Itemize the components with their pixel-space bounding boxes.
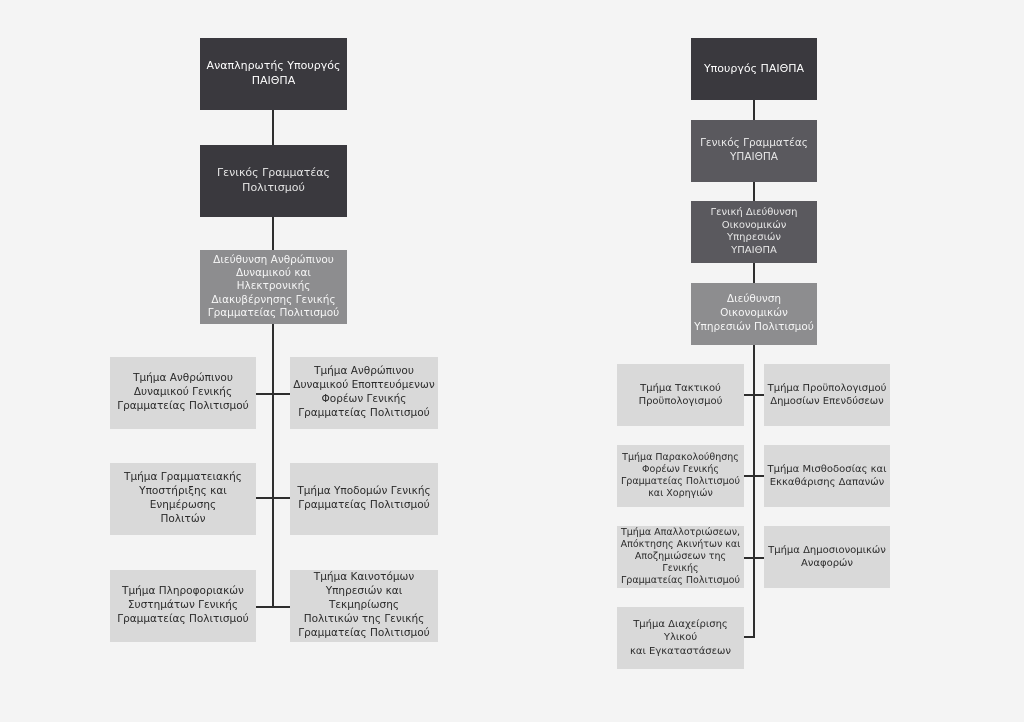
- connector: [744, 475, 764, 477]
- secretary-general-culture-box: Γενικός Γραμματέας Πολιτισμού: [200, 145, 347, 217]
- connector: [272, 110, 274, 145]
- connector: [256, 497, 290, 499]
- hr-egovernance-directorate-box: Διεύθυνση Ανθρώπινου Δυναμικού και Ηλεκτ…: [200, 250, 347, 324]
- materials-facilities-dept-box: Τμήμα Διαχείρισης Υλικού και Εγκαταστάσε…: [617, 607, 744, 669]
- connector: [753, 100, 755, 120]
- innovative-services-dept-box: Τμήμα Καινοτόμων Υπηρεσιών και Τεκμηρίωσ…: [290, 570, 438, 642]
- fiscal-reports-dept-box: Τμήμα Δημοσιονομικών Αναφορών: [764, 526, 890, 588]
- hr-dept-box: Τμήμα Ανθρώπινου Δυναμικού Γενικής Γραμμ…: [110, 357, 256, 429]
- regular-budget-dept-box: Τμήμα Τακτικού Προϋπολογισμού: [617, 364, 744, 426]
- public-investment-budget-dept-box: Τμήμα Προϋπολογισμού Δημοσίων Επενδύσεων: [764, 364, 890, 426]
- connector: [753, 182, 755, 201]
- left-trunk-line: [272, 324, 274, 608]
- connector: [256, 606, 290, 608]
- expropriations-dept-box: Τμήμα Απαλλοτριώσεων, Απόκτησης Ακινήτων…: [617, 526, 744, 588]
- hr-supervised-bodies-dept-box: Τμήμα Ανθρώπινου Δυναμικού Εποπτευόμενων…: [290, 357, 438, 429]
- connector: [256, 393, 290, 395]
- secretary-general-box: Γενικός Γραμματέας ΥΠΑΙΘΠΑ: [691, 120, 817, 182]
- monitoring-bodies-sponsorships-dept-box: Τμήμα Παρακολούθησης Φορέων Γενικής Γραμ…: [617, 445, 744, 507]
- secretarial-support-dept-box: Τμήμα Γραμματειακής Υποστήριξης και Ενημ…: [110, 463, 256, 535]
- general-directorate-economic-services-box: Γενική Διεύθυνση Οικονομικών Υπηρεσιών Υ…: [691, 201, 817, 263]
- deputy-minister-box: Αναπληρωτής Υπουργός ΠΑΙΘΠΑ: [200, 38, 347, 110]
- connector: [753, 263, 755, 283]
- directorate-economic-services-culture-box: Διεύθυνση Οικονομικών Υπηρεσιών Πολιτισμ…: [691, 283, 817, 345]
- connector: [744, 394, 764, 396]
- payroll-expenditure-clearance-dept-box: Τμήμα Μισθοδοσίας και Εκκαθάρισης Δαπανώ…: [764, 445, 890, 507]
- minister-box: Υπουργός ΠΑΙΘΠΑ: [691, 38, 817, 100]
- connector: [272, 217, 274, 250]
- information-systems-dept-box: Τμήμα Πληροφοριακών Συστημάτων Γενικής Γ…: [110, 570, 256, 642]
- connector: [744, 557, 764, 559]
- infrastructure-dept-box: Τμήμα Υποδομών Γενικής Γραμματείας Πολιτ…: [290, 463, 438, 535]
- right-trunk-line: [753, 345, 755, 638]
- connector: [744, 636, 755, 638]
